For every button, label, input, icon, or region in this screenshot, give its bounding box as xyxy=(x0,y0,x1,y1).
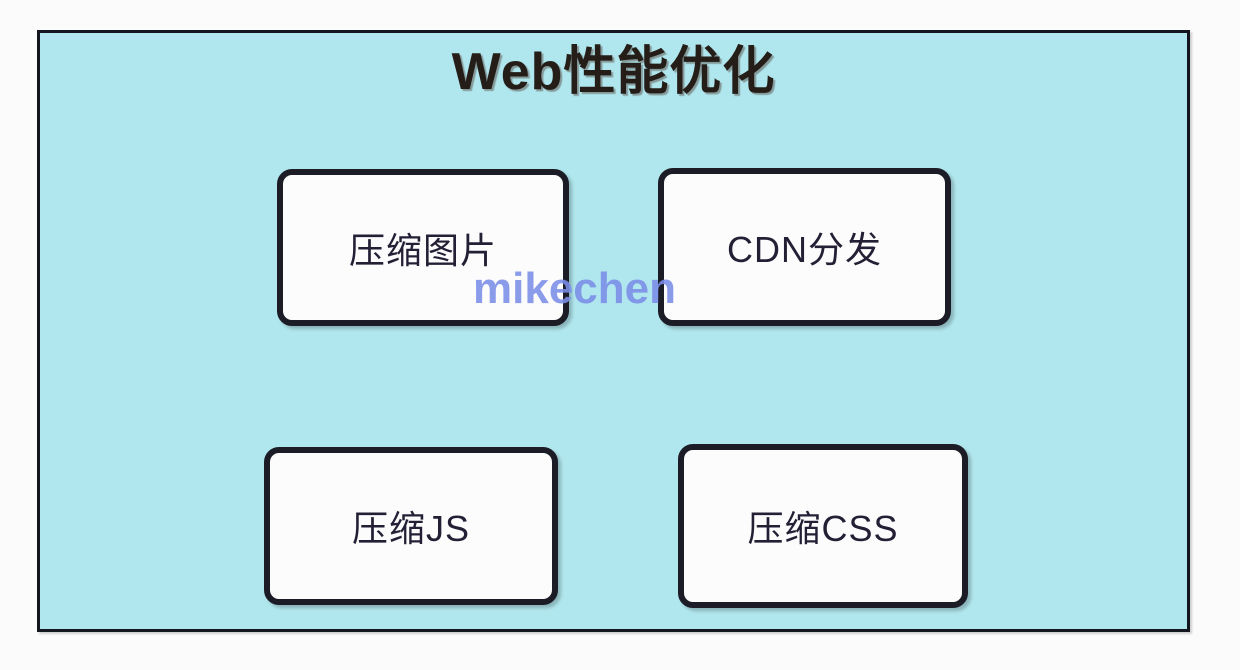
node-cdn-distribution[interactable]: CDN分发 xyxy=(658,168,951,326)
diagram-frame: Web性能优化 压缩图片 CDN分发 压缩JS 压缩CSS xyxy=(37,30,1190,632)
page-title: Web性能优化 xyxy=(451,43,776,101)
node-compress-css[interactable]: 压缩CSS xyxy=(678,444,968,608)
node-label: CDN分发 xyxy=(727,229,882,270)
node-label: 压缩JS xyxy=(351,508,470,549)
node-compress-images[interactable]: 压缩图片 xyxy=(277,169,569,326)
node-label: 压缩CSS xyxy=(747,508,899,549)
node-label: 压缩图片 xyxy=(348,229,497,271)
node-compress-js[interactable]: 压缩JS xyxy=(264,447,558,605)
